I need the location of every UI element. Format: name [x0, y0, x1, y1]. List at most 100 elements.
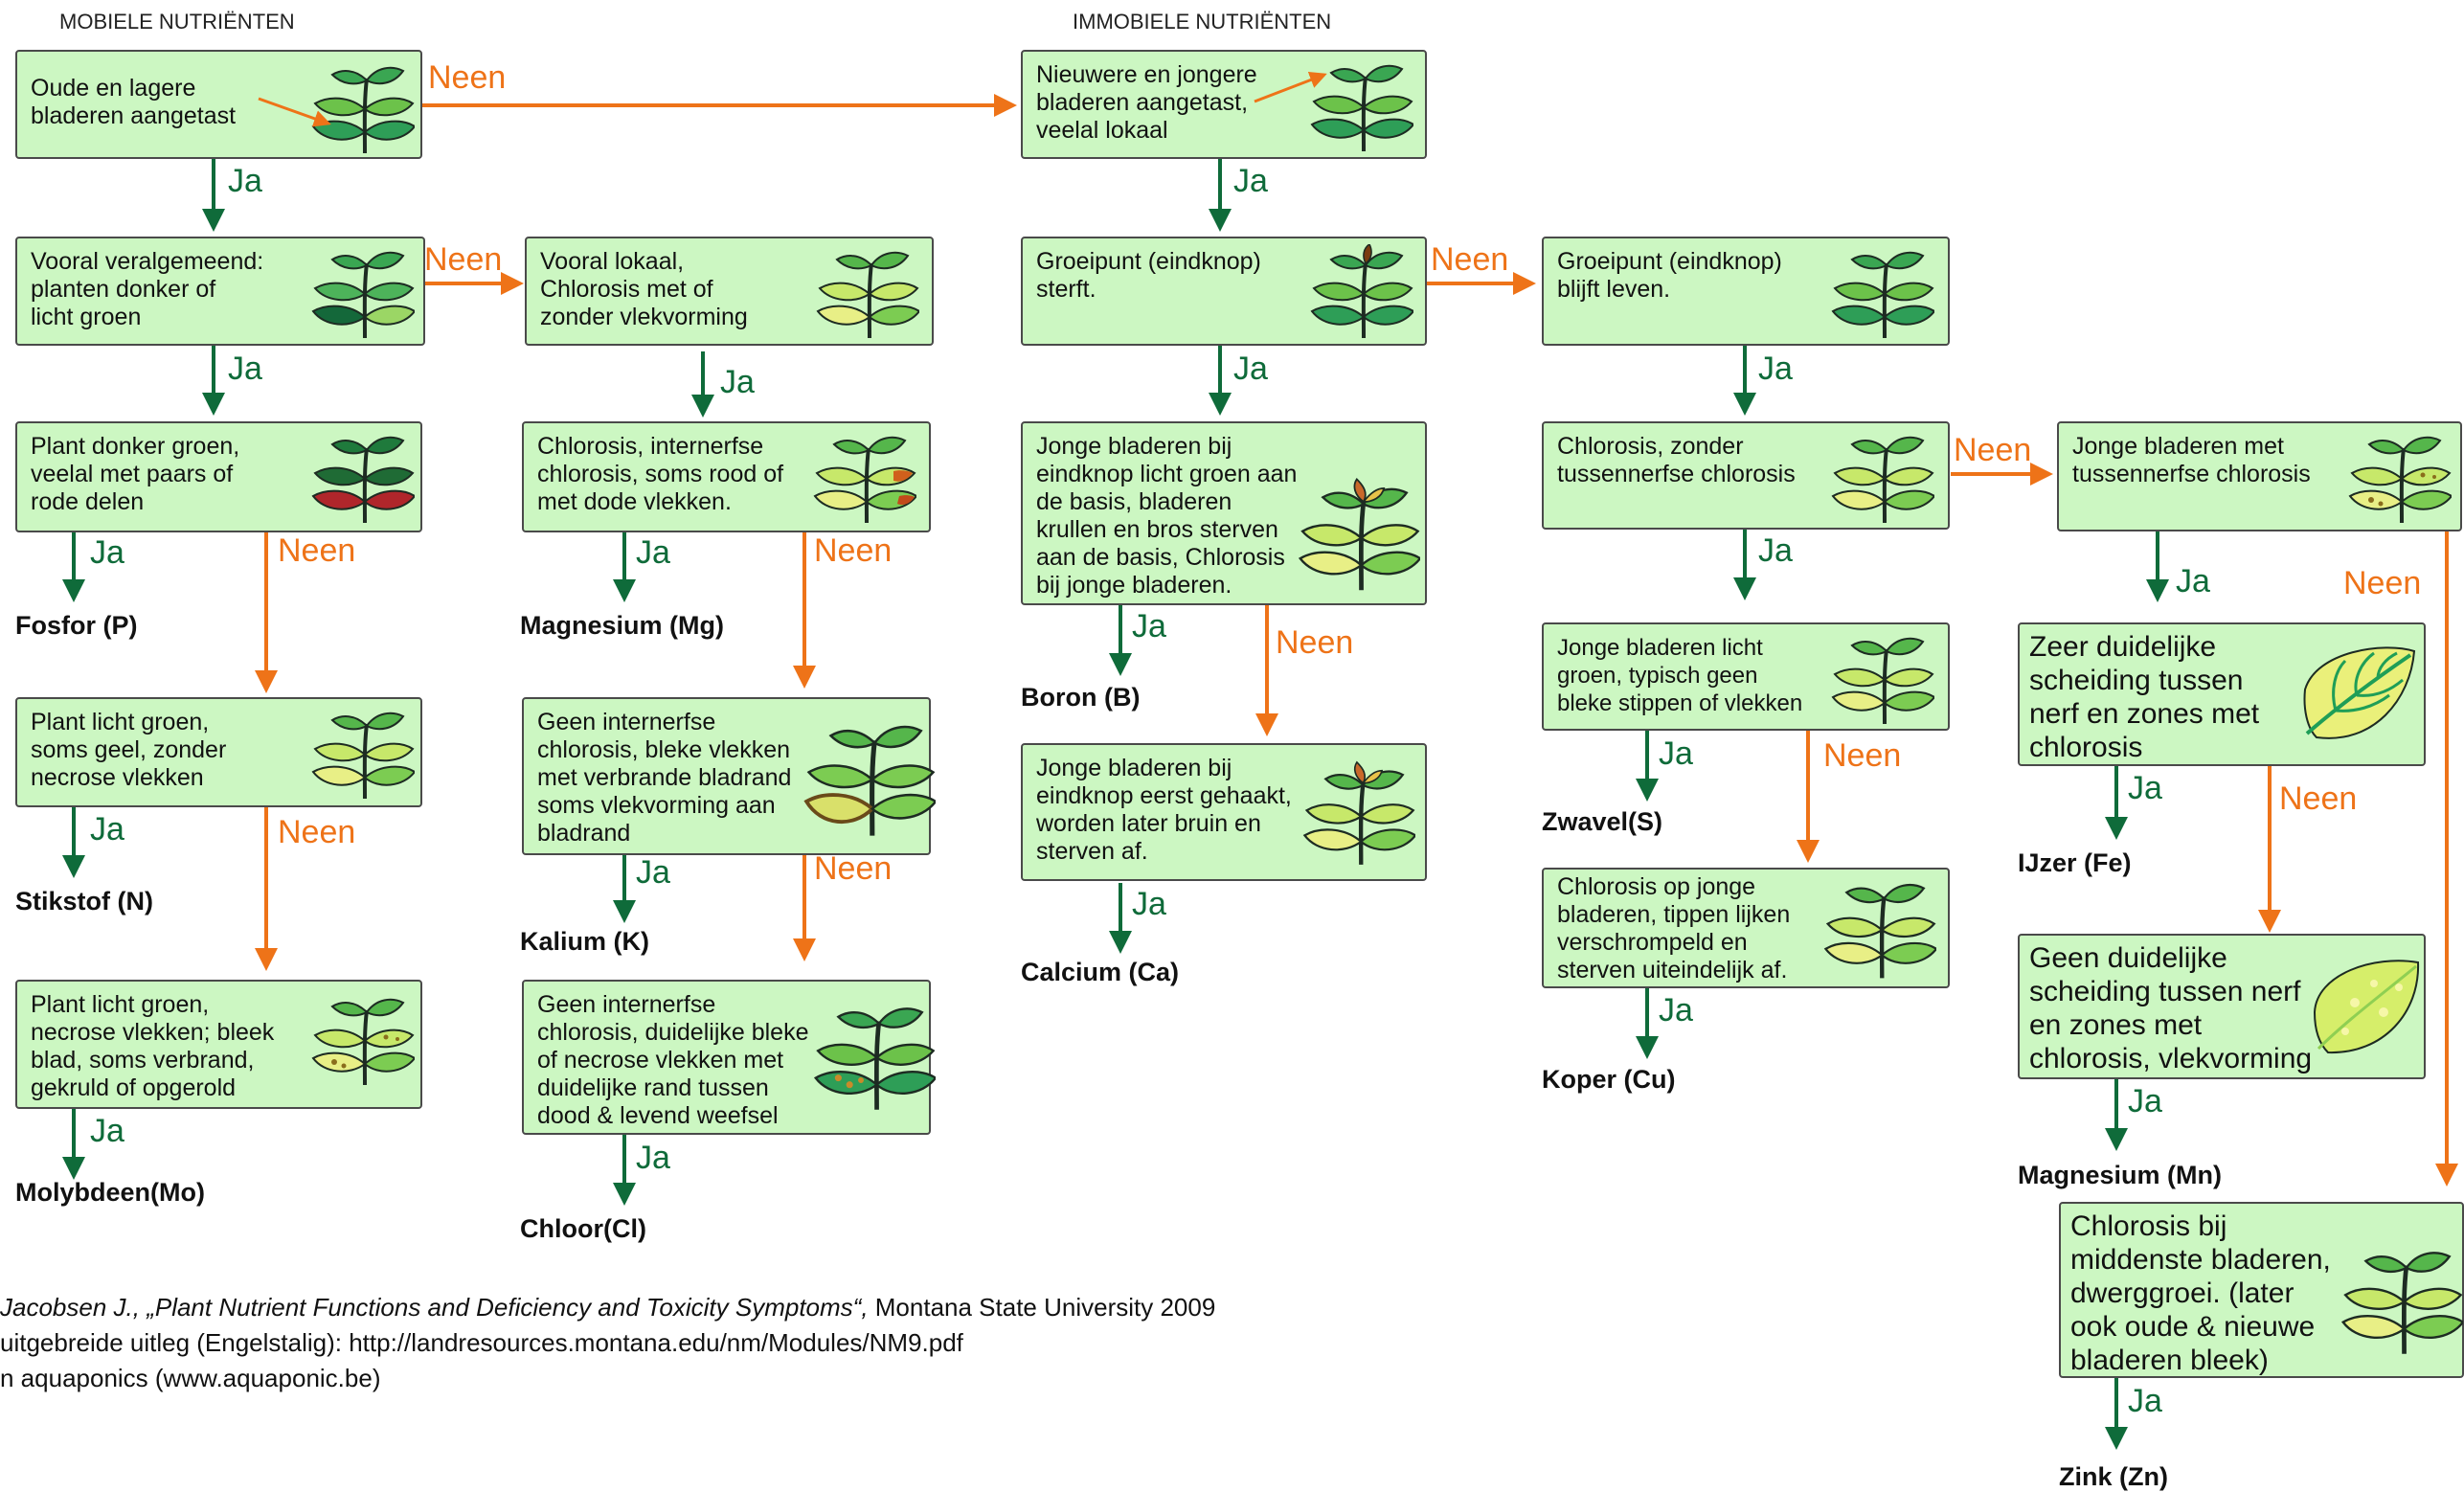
yes-label: Ja: [90, 811, 124, 848]
plant-icon: [309, 244, 415, 340]
yes-label: Ja: [2128, 770, 2162, 806]
no-label: Neen: [1823, 737, 1902, 774]
plant-icon: [309, 429, 415, 525]
box-middle-leaves-dwarfism: Chlorosis bij middenste bladeren, dwergg…: [2059, 1202, 2464, 1378]
result-magnesium: Magnesium (Mg): [520, 611, 724, 640]
plant-icon: [1829, 244, 1934, 340]
yes-label: Ja: [1758, 532, 1793, 569]
citation-italic: Jacobsen J., „Plant Nutrient Functions a…: [0, 1293, 869, 1322]
box-old-leaves-affected: Oude en lagere bladeren aangetast: [15, 50, 422, 159]
plant-icon: [814, 244, 919, 340]
plant-icon: [1829, 630, 1934, 726]
box-text: Chlorosis, internerfse chlorosis, soms r…: [537, 433, 784, 515]
box-no-interveinal-clear-spots: Geen internerfse chlorosis, duidelijke b…: [522, 980, 931, 1135]
no-label: Neen: [1276, 624, 1354, 661]
box-newer-leaves-affected: Nieuwere en jongere bladeren aangetast, …: [1021, 50, 1427, 159]
box-young-leaves-hooked: Jonge bladeren bij eindknop eerst gehaak…: [1021, 743, 1427, 881]
yes-label: Ja: [228, 350, 262, 387]
result-molybdenum: Molybdeen(Mo): [15, 1178, 205, 1207]
result-phosphorus: Fosfor (P): [15, 611, 138, 640]
result-iron: IJzer (Fe): [2018, 848, 2132, 877]
box-text: Groeipunt (eindknop) sterft.: [1036, 248, 1261, 303]
yes-label: Ja: [1659, 735, 1693, 772]
plant-icon: [811, 429, 916, 525]
box-text: Plant licht groen, necrose vlekken; blee…: [31, 991, 275, 1101]
plant-icon: [309, 991, 415, 1087]
box-text: Groeipunt (eindknop) blijft leven.: [1557, 248, 1782, 303]
yes-label: Ja: [1659, 992, 1693, 1029]
box-text: Oude en lagere bladeren aangetast: [31, 75, 237, 129]
no-label: Neen: [428, 59, 507, 96]
box-growth-point-dies: Groeipunt (eindknop) sterft.: [1021, 237, 1427, 346]
box-text: Jonge bladeren bij eindknop licht groen …: [1036, 433, 1298, 599]
box-clear-vein-separation: Zeer duidelijke scheiding tussen nerf en…: [2018, 622, 2426, 766]
plant-icon: [2346, 429, 2452, 525]
no-label: Neen: [278, 532, 356, 569]
result-potassium: Kalium (K): [520, 927, 649, 956]
yes-label: Ja: [636, 534, 670, 571]
yes-label: Ja: [1758, 350, 1793, 387]
yes-label: Ja: [1132, 886, 1166, 922]
pointer-arrow: [258, 97, 331, 127]
yes-label: Ja: [2176, 563, 2210, 599]
box-light-green-necrosis: Plant licht groen, necrose vlekken; blee…: [15, 980, 422, 1109]
yes-label: Ja: [1233, 350, 1268, 387]
citation-line: Jacobsen J., „Plant Nutrient Functions a…: [0, 1293, 1215, 1322]
yes-label: Ja: [2128, 1383, 2162, 1419]
reference-line: uitgebreide uitleg (Engelstalig): http:/…: [0, 1328, 963, 1357]
box-no-interveinal-burnt-edge: Geen internerfse chlorosis, bleke vlekke…: [522, 697, 931, 855]
leaf-icon: [2297, 642, 2417, 747]
result-manganese: Magnesium (Mn): [2018, 1161, 2222, 1189]
yes-label: Ja: [636, 854, 670, 891]
box-no-clear-vein-separation: Geen duidelijke scheiding tussen nerf en…: [2018, 934, 2426, 1079]
box-text: Vooral lokaal, Chlorosis met of zonder v…: [540, 248, 748, 330]
plant-icon: [802, 712, 936, 842]
box-interveinal-chlorosis: Chlorosis, internerfse chlorosis, soms r…: [522, 421, 931, 532]
plant-icon: [309, 705, 415, 801]
box-growth-point-lives: Groeipunt (eindknop) blijft leven.: [1542, 237, 1950, 346]
plant-icon: [1296, 471, 1420, 600]
citation-rest: Montana State University 2009: [868, 1293, 1216, 1322]
no-label: Neen: [814, 850, 893, 887]
box-mostly-local: Vooral lokaal, Chlorosis met of zonder v…: [525, 237, 934, 346]
box-text: Chlorosis bij middenste bladeren, dwergg…: [2070, 1210, 2331, 1376]
box-young-leaves-light-green-base: Jonge bladeren bij eindknop licht groen …: [1021, 421, 1427, 605]
box-young-interveinal: Jonge bladeren met tussennerfse chlorosi…: [2057, 421, 2462, 531]
box-text: Zeer duidelijke scheiding tussen nerf en…: [2029, 631, 2260, 763]
box-text: Plant donker groen, veelal met paars of …: [31, 433, 240, 515]
box-text: Chlorosis, zonder tussennerfse chlorosis: [1557, 433, 1796, 487]
box-text: Jonge bladeren met tussennerfse chlorosi…: [2072, 433, 2311, 487]
box-text: Plant licht groen, soms geel, zonder nec…: [31, 709, 227, 791]
box-text: Geen internerfse chlorosis, bleke vlekke…: [537, 709, 792, 847]
no-label: Neen: [2343, 565, 2422, 601]
plant-icon: [1308, 244, 1413, 340]
yes-label: Ja: [1132, 608, 1166, 644]
yes-label: Ja: [90, 534, 124, 571]
result-chlorine: Chloor(Cl): [520, 1214, 646, 1243]
yes-label: Ja: [1233, 163, 1268, 199]
box-young-leaves-light-green: Jonge bladeren licht groen, typisch geen…: [1542, 622, 1950, 731]
box-text: Geen duidelijke scheiding tussen nerf en…: [2029, 942, 2313, 1074]
box-text: Nieuwere en jongere bladeren aangetast, …: [1036, 61, 1257, 144]
box-generalized: Vooral veralgemeend: planten donker of l…: [15, 237, 425, 346]
box-text: Vooral veralgemeend: planten donker of l…: [31, 248, 264, 330]
box-chlorosis-no-interveinal: Chlorosis, zonder tussennerfse chlorosis: [1542, 421, 1950, 530]
yes-label: Ja: [2128, 1083, 2162, 1119]
leaf-icon: [2307, 955, 2422, 1060]
box-text: Geen internerfse chlorosis, duidelijke b…: [537, 991, 809, 1129]
plant-icon: [1300, 755, 1415, 874]
plant-icon: [1829, 429, 1934, 525]
result-sulfur: Zwavel(S): [1542, 807, 1663, 836]
no-label: Neen: [278, 814, 356, 850]
box-chlorosis-young-tips: Chlorosis op jonge bladeren, tippen lijk…: [1542, 868, 1950, 988]
pointer-arrow: [1254, 71, 1327, 103]
box-text: Jonge bladeren licht groen, typisch geen…: [1557, 635, 1803, 716]
result-nitrogen: Stikstof (N): [15, 887, 153, 916]
no-label: Neen: [424, 241, 503, 278]
yes-label: Ja: [636, 1140, 670, 1176]
yes-label: Ja: [720, 364, 755, 400]
yes-label: Ja: [228, 163, 262, 199]
no-label: Neen: [1954, 432, 2032, 468]
